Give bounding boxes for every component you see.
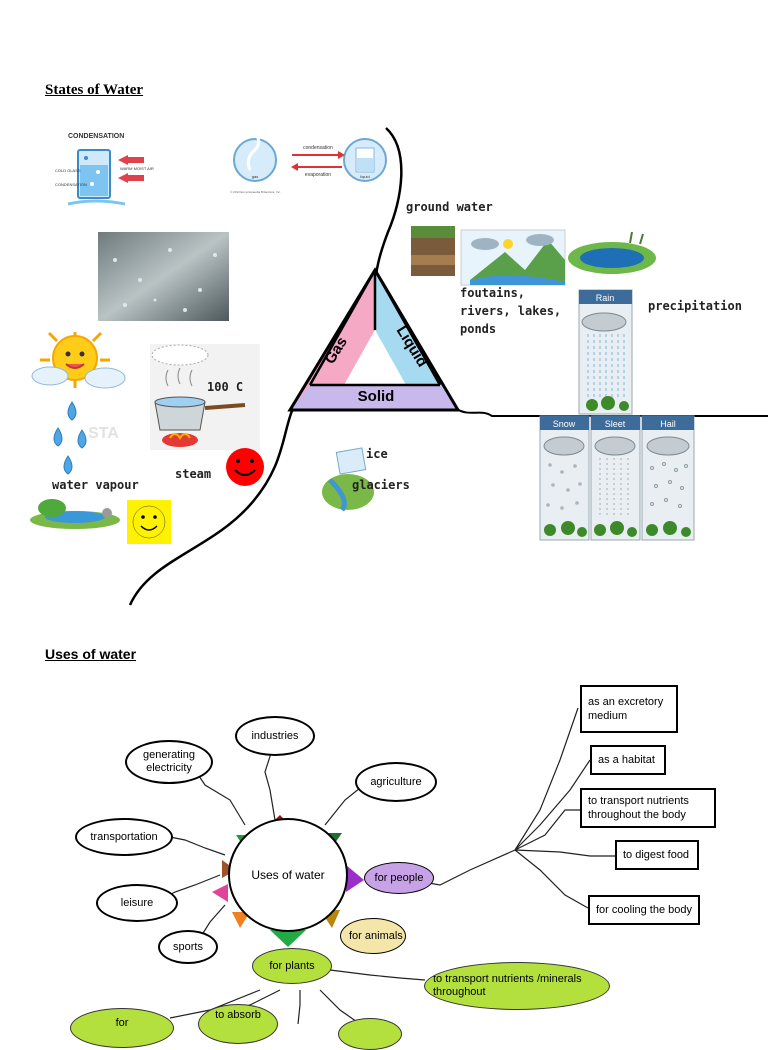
precipitation-label: precipitation <box>648 299 742 313</box>
oval-leisure: leisure <box>96 884 178 922</box>
sleet-label: Sleet <box>605 419 626 429</box>
oval-industries: industries <box>235 716 315 756</box>
triangle-people <box>346 865 364 892</box>
uses-center-oval: Uses of water <box>228 818 348 932</box>
svg-text:WARM MOIST AIR: WARM MOIST AIR <box>120 166 154 171</box>
sleet-panel: Sleet <box>590 415 641 541</box>
svg-text:gas: gas <box>252 174 258 179</box>
hail-panel: Hail <box>641 415 695 541</box>
box-habitat: as a habitat <box>590 745 666 775</box>
pond-illustration <box>30 499 120 529</box>
oval-plant-transport: to transport nutrients /minerals through… <box>424 962 610 1010</box>
box-excretory-medium: as an excretory medium <box>580 685 678 733</box>
oval-transportation: transportation <box>75 818 173 856</box>
oval-generating-electricity: generating electricity <box>125 740 213 784</box>
rain-panel: Rain <box>578 289 633 415</box>
window-condensation-photo <box>98 232 229 321</box>
svg-text:condensation: condensation <box>303 145 333 151</box>
temperature-label: 100 C <box>207 380 244 394</box>
condensation-illustration: CONDENSATION COLD GLASS CONDENSATION WAR… <box>55 133 154 206</box>
red-smiley <box>226 448 264 486</box>
oval-agriculture: agriculture <box>355 762 437 802</box>
gas-liquid-cycle: condensation evaporation gas liquid © 20… <box>230 134 387 194</box>
oval-for-animals: for animals <box>340 918 406 954</box>
boiling-pot-illustration <box>150 344 260 450</box>
triangle-leisure <box>212 884 228 902</box>
snow-label: Snow <box>553 419 576 429</box>
sun-illustration <box>31 331 126 389</box>
svg-text:© 2013 Encyclopaedia Britannic: © 2013 Encyclopaedia Britannica, Inc. <box>230 190 281 194</box>
triangle-plants <box>270 930 306 947</box>
box-cooling-body: for cooling the body <box>588 895 700 925</box>
triangle-solid: Solid <box>358 388 395 405</box>
ground-water-images <box>411 226 656 286</box>
uses-heading: Uses of water <box>45 646 137 662</box>
rain-label: Rain <box>596 293 615 303</box>
svg-text:liquid: liquid <box>360 174 369 179</box>
oval-plant-partial-2 <box>338 1018 402 1050</box>
svg-text:CONDENSATION: CONDENSATION <box>68 133 124 140</box>
fountains-label-3: ponds <box>460 322 497 336</box>
states-heading: States of Water <box>45 82 144 98</box>
svg-text:COLD GLASS: COLD GLASS <box>55 168 81 173</box>
oval-for-plants: for plants <box>252 948 332 984</box>
hail-label: Hail <box>660 419 676 429</box>
box-digest-food: to digest food <box>615 840 699 870</box>
svg-text:CONDENSATION: CONDENSATION <box>55 182 87 187</box>
water-vapour-label: water vapour <box>52 478 139 492</box>
glacier-illustration <box>322 447 374 512</box>
snow-panel: Snow <box>539 415 590 541</box>
steam-label: steam <box>175 467 212 481</box>
oval-plant-absorb: to absorb <box>198 1004 278 1044</box>
oval-plant-partial: for <box>70 1008 174 1048</box>
oval-for-people: for people <box>364 862 434 894</box>
watermark: STA <box>88 425 119 442</box>
fountains-label-2: rivers, lakes, <box>460 304 562 318</box>
glaciers-label: glaciers <box>352 478 410 492</box>
rising-drops <box>53 401 87 475</box>
yellow-smiley <box>127 500 171 544</box>
fountains-label-1: foutains, <box>460 286 526 300</box>
svg-text:evaporation: evaporation <box>305 172 331 178</box>
oval-sports: sports <box>158 930 218 964</box>
ground-water-label: ground water <box>406 200 493 214</box>
states-triangle: Gas Liquid Solid <box>287 267 461 412</box>
ice-label: ice <box>366 447 388 461</box>
states-diagram: Gas Liquid Solid CONDENSATION COLD GLASS… <box>30 127 768 606</box>
box-transport-nutrients: to transport nutrients throughout the bo… <box>580 788 716 828</box>
